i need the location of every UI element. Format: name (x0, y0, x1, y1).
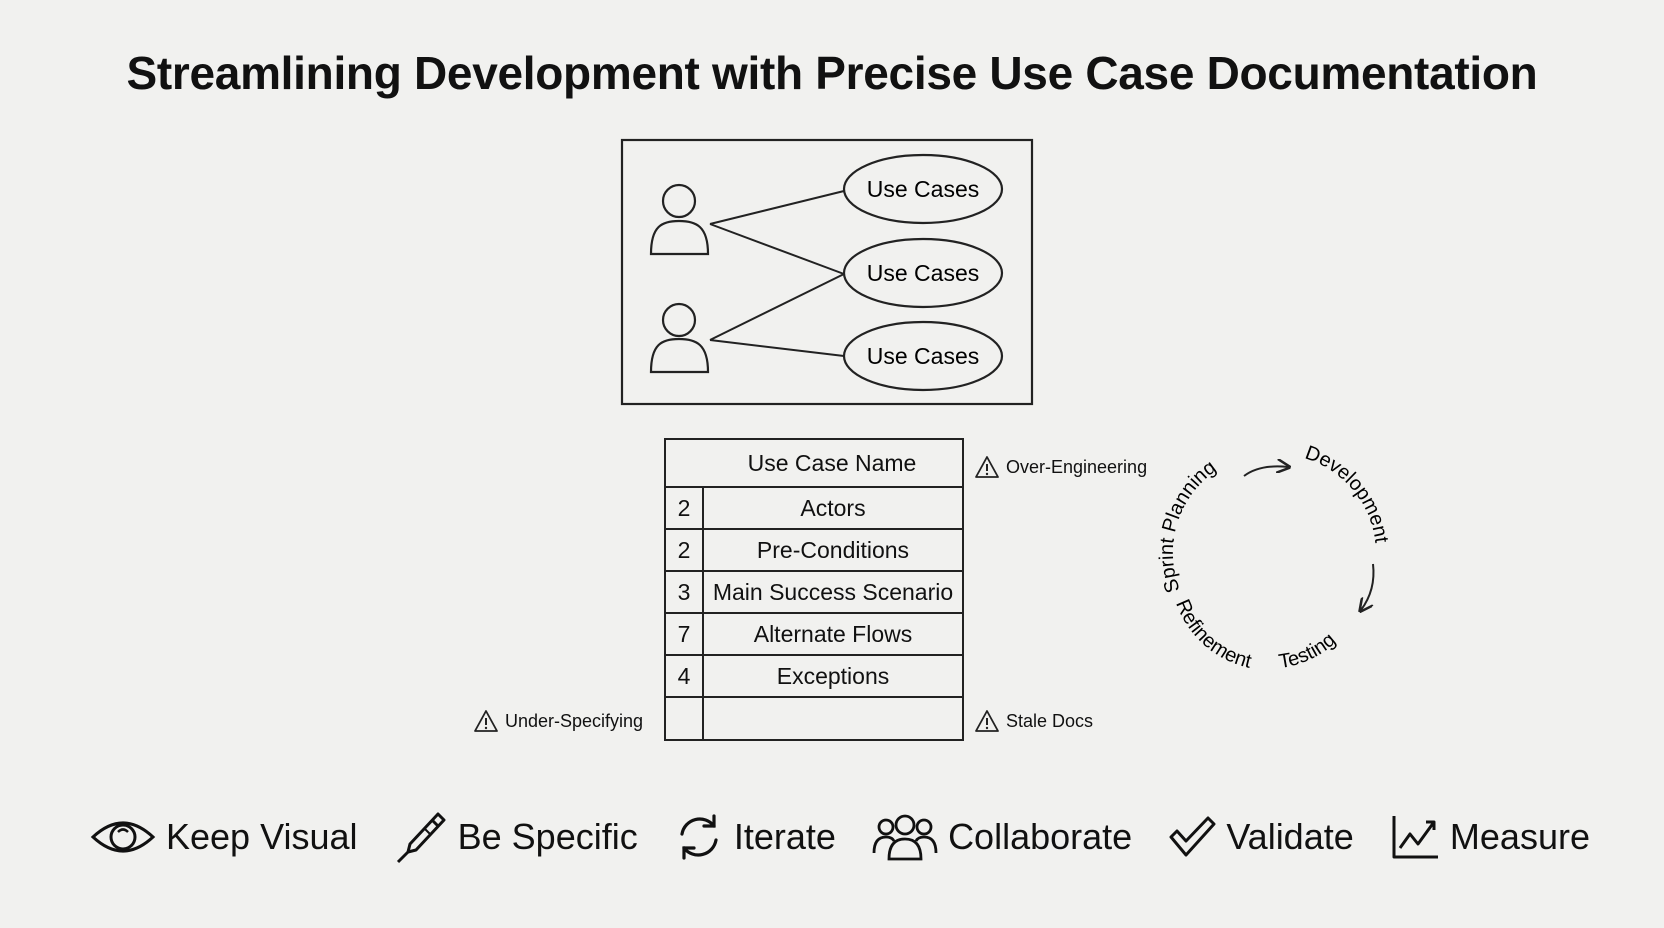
template-header-row: Use Case Name (664, 438, 964, 488)
tip-label: Iterate (733, 816, 836, 857)
template-row (664, 696, 964, 741)
row-number: 7 (664, 612, 704, 656)
development-cycle: Sprint Planning Development Testing Refi… (1156, 442, 1393, 673)
people-icon (872, 814, 938, 861)
row-label: Alternate Flows (702, 612, 964, 656)
page-title: Streamlining Development with Precise Us… (126, 47, 1538, 99)
cycle-stage: Sprint Planning (1156, 456, 1220, 595)
association-lines (709, 190, 845, 357)
use-case-label: Use Cases (867, 343, 979, 369)
use-case-diagram: Use Cases Use Cases Use Cases (620, 138, 1034, 406)
tip-label: Collaborate (948, 816, 1133, 857)
use-case-template: Use Case Name 2 Actors 2 Pre-Conditions … (664, 438, 964, 741)
warning-icon (975, 456, 999, 478)
template-row: 4 Exceptions (664, 654, 964, 698)
template-row: 2 Actors (664, 486, 964, 530)
chart-icon (1392, 816, 1438, 859)
template-row: 7 Alternate Flows (664, 612, 964, 656)
use-case-label: Use Cases (867, 176, 979, 202)
pen-icon (396, 812, 446, 864)
warning-over-engineering: Over-Engineering (974, 455, 1147, 479)
cycle-arrow (1243, 466, 1288, 477)
tip-label: Measure (1449, 816, 1590, 857)
row-label (702, 696, 964, 741)
use-case-label: Use Cases (867, 260, 979, 286)
warning-label: Stale Docs (1006, 710, 1094, 731)
tip-collaborate: Collaborate (872, 813, 1132, 861)
tip-label: Keep Visual (166, 816, 358, 857)
template-row: 3 Main Success Scenario (664, 570, 964, 614)
tip-validate: Validate (1168, 815, 1354, 859)
row-label: Actors (702, 486, 964, 530)
refresh-icon (680, 814, 718, 860)
warning-icon (975, 710, 999, 732)
cycle-stage: Development (1302, 442, 1392, 545)
actor-icon (649, 183, 710, 256)
tip-be-specific: Be Specific (394, 810, 638, 864)
use-case-oval (842, 153, 1004, 225)
template-row: 2 Pre-Conditions (664, 528, 964, 572)
warning-label: Under-Specifying (505, 710, 644, 731)
tip-label: Validate (1226, 816, 1354, 857)
use-case-oval (842, 237, 1004, 309)
eye-icon (90, 821, 156, 853)
warning-label: Over-Engineering (1006, 456, 1148, 477)
tip-label: Be Specific (457, 816, 638, 857)
row-number (664, 696, 704, 741)
system-boundary (620, 138, 1034, 406)
tips-row: Keep Visual Be Specific Iterate Collabor… (90, 810, 1590, 864)
use-case-oval (842, 320, 1004, 392)
row-number: 2 (664, 486, 704, 530)
row-number: 2 (664, 528, 704, 572)
cycle-stage: Refinement (1171, 596, 1254, 673)
warning-icon (474, 710, 498, 732)
row-label: Exceptions (702, 654, 964, 698)
checkmark-icon (1169, 816, 1216, 857)
template-header: Use Case Name (664, 438, 964, 488)
row-number: 4 (664, 654, 704, 698)
actor-icon (649, 302, 710, 374)
cycle-stage: Testing (1277, 629, 1340, 673)
cycle-arrow (1361, 563, 1375, 610)
warning-stale-docs: Stale Docs (974, 709, 1093, 733)
tip-keep-visual: Keep Visual (90, 815, 357, 859)
row-number: 3 (664, 570, 704, 614)
tip-iterate: Iterate (674, 812, 836, 862)
row-label: Pre-Conditions (702, 528, 964, 572)
row-label: Main Success Scenario (702, 570, 964, 614)
tip-measure: Measure (1390, 814, 1590, 860)
warning-under-specifying: Under-Specifying (473, 709, 643, 733)
